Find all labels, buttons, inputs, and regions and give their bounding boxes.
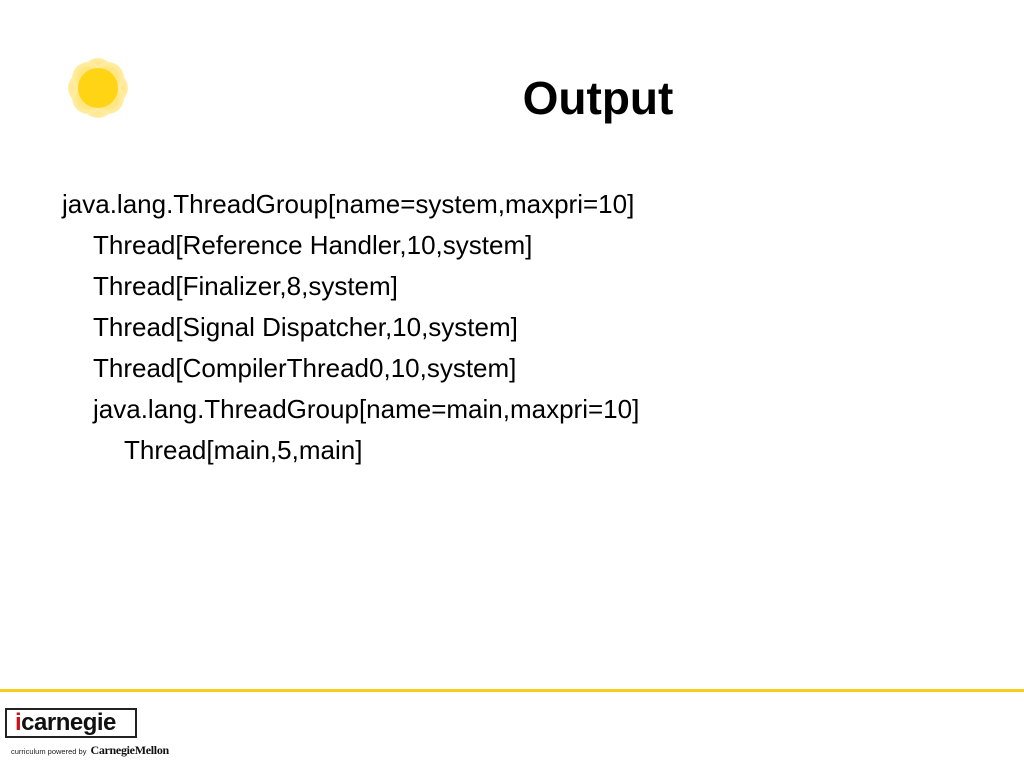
cmu-brand: CarnegieMellon <box>90 743 169 757</box>
output-line: java.lang.ThreadGroup[name=main,maxpri=1… <box>93 394 640 424</box>
output-line: java.lang.ThreadGroup[name=system,maxpri… <box>62 189 635 219</box>
sun-icon <box>68 58 128 118</box>
output-listing: java.lang.ThreadGroup[name=system,maxpri… <box>62 184 962 471</box>
output-line: Thread[Finalizer,8,system] <box>93 271 398 301</box>
slide-title: Output <box>522 72 674 124</box>
output-line: Thread[main,5,main] <box>124 435 363 465</box>
output-line: Thread[Signal Dispatcher,10,system] <box>93 312 518 342</box>
footer-divider <box>0 689 1024 692</box>
icarnegie-wordmark: icarnegie <box>5 708 137 738</box>
output-line: Thread[CompilerThread0,10,system] <box>93 353 517 383</box>
tagline-text: curriculum powered by <box>11 747 87 756</box>
output-line: Thread[Reference Handler,10,system] <box>93 230 533 260</box>
